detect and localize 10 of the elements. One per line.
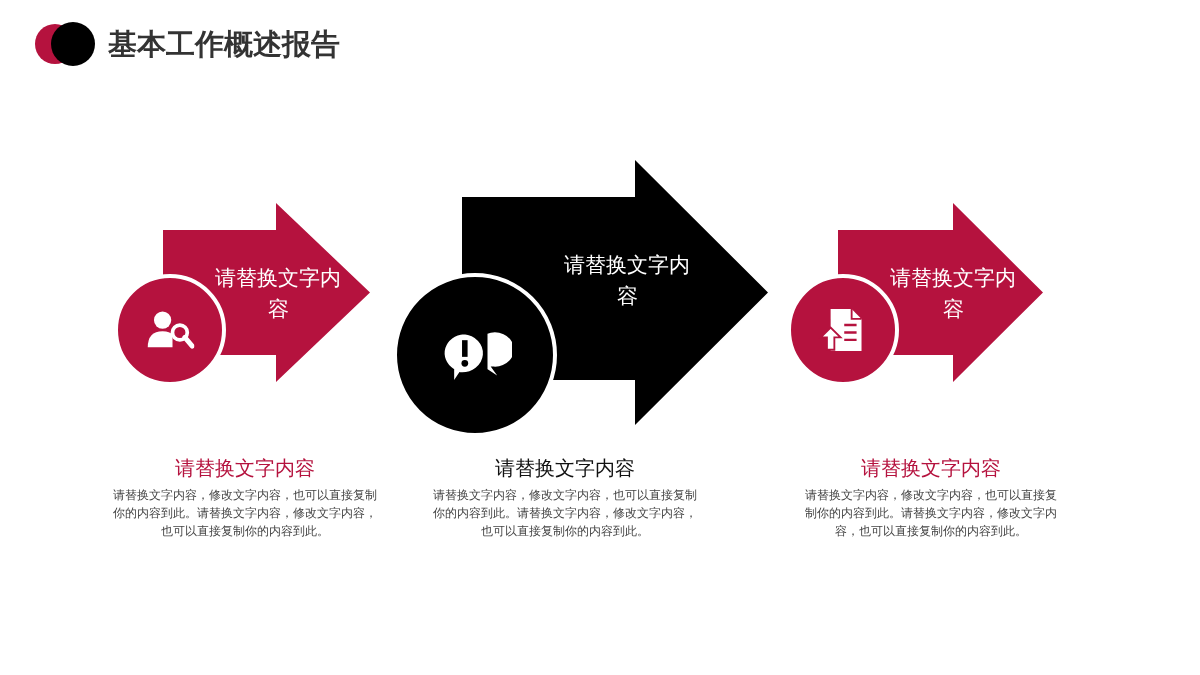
section-heading: 请替换文字内容	[860, 455, 1002, 482]
title: 基本工作概述报告	[108, 26, 340, 63]
section-heading: 请替换文字内容	[494, 455, 636, 482]
body-text: 请替换文字内容，修改文字内容，也可以直接复制你的内容到此。请替换文字内容，修改文字内容，也可以直接复制你的内容到此。	[432, 487, 698, 540]
body-text: 请替换文字内容，修改文字内容，也可以直接复制你的内容到此。请替换文字内容，修改文字内容，也可以直接复制你的内容到此。	[804, 487, 1058, 540]
arrow-label: 请替换文字内容	[214, 265, 342, 323]
arrow-label: 请替换文字内容	[889, 265, 1017, 323]
section-heading: 请替换文字内容	[174, 455, 316, 482]
arrow-label: 请替换文字内容	[563, 252, 691, 310]
body-text: 请替换文字内容，修改文字内容，也可以直接复制你的内容到此。请替换文字内容，修改文字内容，也可以直接复制你的内容到此。	[112, 487, 378, 540]
